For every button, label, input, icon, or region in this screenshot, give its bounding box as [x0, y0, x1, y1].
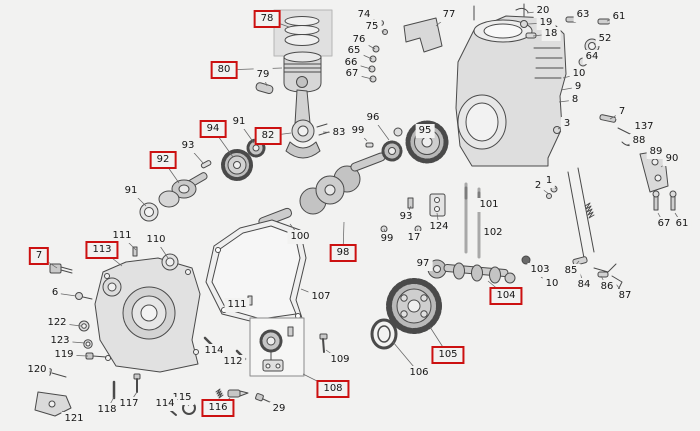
part-callout-107: 107: [308, 290, 334, 304]
part-callout-90: 90: [662, 152, 682, 166]
part-callout-120: 120: [24, 363, 50, 377]
part-callout-85: 85: [561, 264, 581, 278]
part-callout-76: 76: [349, 33, 369, 47]
part-callout-79: 79: [253, 68, 273, 82]
part-callout-7: 7: [615, 105, 629, 119]
oil-relief-valve: [215, 388, 249, 399]
part-callout-113[interactable]: 113: [85, 241, 119, 259]
part-callout-67: 67: [342, 67, 362, 81]
part-callout-118: 118: [94, 403, 120, 417]
part-callout-93: 93: [396, 210, 416, 224]
breather-bolt: [319, 333, 328, 353]
part-callout-117: 117: [116, 397, 142, 411]
part-callout-52: 52: [595, 32, 615, 46]
part-callout-104[interactable]: 104: [489, 287, 523, 305]
part-callout-9: 9: [571, 80, 585, 94]
part-callout-80[interactable]: 80: [210, 61, 238, 79]
part-callout-63: 63: [573, 8, 593, 22]
part-callout-3: 3: [560, 117, 574, 131]
part-callout-99: 99: [348, 124, 368, 138]
part-callout-97: 97: [413, 257, 433, 271]
part-callout-96: 96: [363, 111, 383, 125]
part-callout-6: 6: [48, 286, 62, 300]
part-callout-74: 74: [354, 8, 374, 22]
part-callout-112: 112: [220, 355, 246, 369]
part-callout-119: 119: [51, 348, 77, 362]
part-callout-123: 123: [47, 334, 73, 348]
part-callout-10: 10: [569, 67, 589, 81]
part-callout-93: 93: [178, 139, 198, 153]
piston: [255, 51, 322, 94]
part-callout-101: 101: [476, 198, 502, 212]
part-callout-86: 86: [597, 280, 617, 294]
part-callout-17: 17: [404, 231, 424, 245]
part-callout-83: 83: [329, 126, 349, 140]
camshaft: [427, 255, 531, 284]
part-callout-64: 64: [582, 50, 602, 64]
part-callout-114: 114: [201, 344, 227, 358]
crankcase-cover: [94, 246, 201, 373]
part-callout-109: 109: [327, 353, 353, 367]
part-callout-91: 91: [229, 115, 249, 129]
camshaft-gear-assembly: [139, 172, 208, 222]
part-callout-18: 18: [541, 27, 561, 41]
part-callout-78[interactable]: 78: [253, 10, 281, 28]
part-callout-121: 121: [61, 412, 87, 426]
part-callout-91: 91: [121, 184, 141, 198]
part-callout-29: 29: [269, 402, 289, 416]
part-callout-122: 122: [44, 316, 70, 330]
part-callout-66: 66: [341, 56, 361, 70]
oil-pump: [249, 317, 305, 377]
part-callout-100: 100: [287, 230, 313, 244]
part-callout-106: 106: [406, 366, 432, 380]
part-callout-110: 110: [143, 233, 169, 247]
part-callout-137: 137: [631, 120, 657, 134]
part-callout-89: 89: [646, 145, 666, 159]
part-callout-111: 111: [109, 229, 135, 243]
part-callout-116[interactable]: 116: [201, 399, 235, 417]
part-callout-88: 88: [629, 134, 649, 148]
part-callout-114: 114: [152, 397, 178, 411]
part-callout-84: 84: [574, 278, 594, 292]
cylinder-block: [455, 3, 567, 167]
piston-rings: [273, 9, 333, 57]
part-callout-92[interactable]: 92: [149, 151, 177, 169]
part-callout-61: 61: [609, 10, 629, 24]
part-callout-19: 19: [536, 16, 556, 30]
part-callout-7[interactable]: 7: [28, 247, 50, 265]
part-callout-108[interactable]: 108: [316, 380, 350, 398]
part-callout-1: 1: [542, 174, 556, 188]
connecting-rod: [285, 89, 330, 159]
part-callout-111: 111: [224, 298, 250, 312]
part-callout-102: 102: [480, 226, 506, 240]
part-callout-10: 10: [542, 277, 562, 291]
part-callout-105[interactable]: 105: [431, 346, 465, 364]
part-callout-82[interactable]: 82: [254, 127, 282, 145]
part-callout-20: 20: [533, 4, 553, 18]
part-callout-98[interactable]: 98: [329, 244, 357, 262]
part-callout-2: 2: [531, 179, 545, 193]
part-callout-8: 8: [568, 93, 582, 107]
part-callout-94[interactable]: 94: [199, 120, 227, 138]
part-callout-99: 99: [377, 232, 397, 246]
oil-seal: [370, 318, 398, 350]
balancer-gear: [386, 278, 442, 334]
part-callout-65: 65: [344, 44, 364, 58]
part-callout-103: 103: [527, 263, 553, 277]
part-callout-77: 77: [439, 8, 459, 22]
part-callout-75: 75: [362, 20, 382, 34]
part-callout-61: 61: [672, 217, 692, 231]
part-callout-124: 124: [426, 220, 452, 234]
part-callout-87: 87: [615, 289, 635, 303]
part-callout-95: 95: [415, 124, 435, 138]
part-callout-67: 67: [654, 217, 674, 231]
